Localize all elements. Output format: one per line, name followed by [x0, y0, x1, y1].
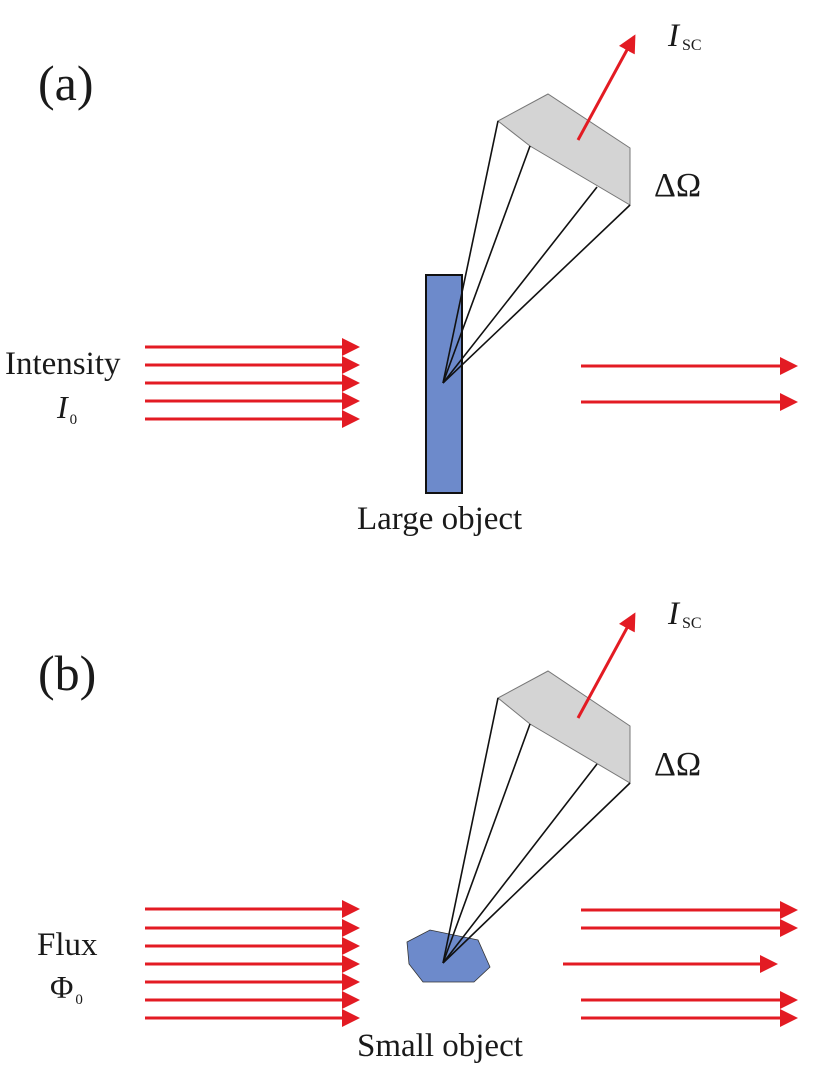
panel-a-solid-angle-label: ΔΩ	[654, 167, 701, 204]
panel-b-solid-angle-label: ΔΩ	[654, 746, 701, 783]
panel-a-label: (a)	[38, 55, 94, 111]
panel-a-transmitted-beam	[581, 357, 798, 411]
detector-solid-angle	[497, 93, 631, 206]
scattering-cone	[442, 697, 631, 964]
panel-b-object-label: Small object	[357, 1028, 523, 1064]
scattered-ray	[576, 612, 636, 719]
panel-a-object-label: Large object	[357, 501, 522, 537]
panel-a-incident-beam	[145, 338, 360, 428]
scattering-cone	[442, 120, 631, 384]
panel-b-label: (b)	[38, 645, 96, 701]
detector-solid-angle	[497, 670, 631, 784]
large-object	[425, 274, 463, 494]
panel-b-incident-label: Flux	[37, 927, 98, 963]
panel-a-incident-label: Intensity	[5, 346, 121, 382]
panel-b-incident-beam	[145, 900, 360, 1027]
panel-b-transmitted-beam	[563, 901, 798, 1027]
scattered-ray	[576, 34, 636, 141]
